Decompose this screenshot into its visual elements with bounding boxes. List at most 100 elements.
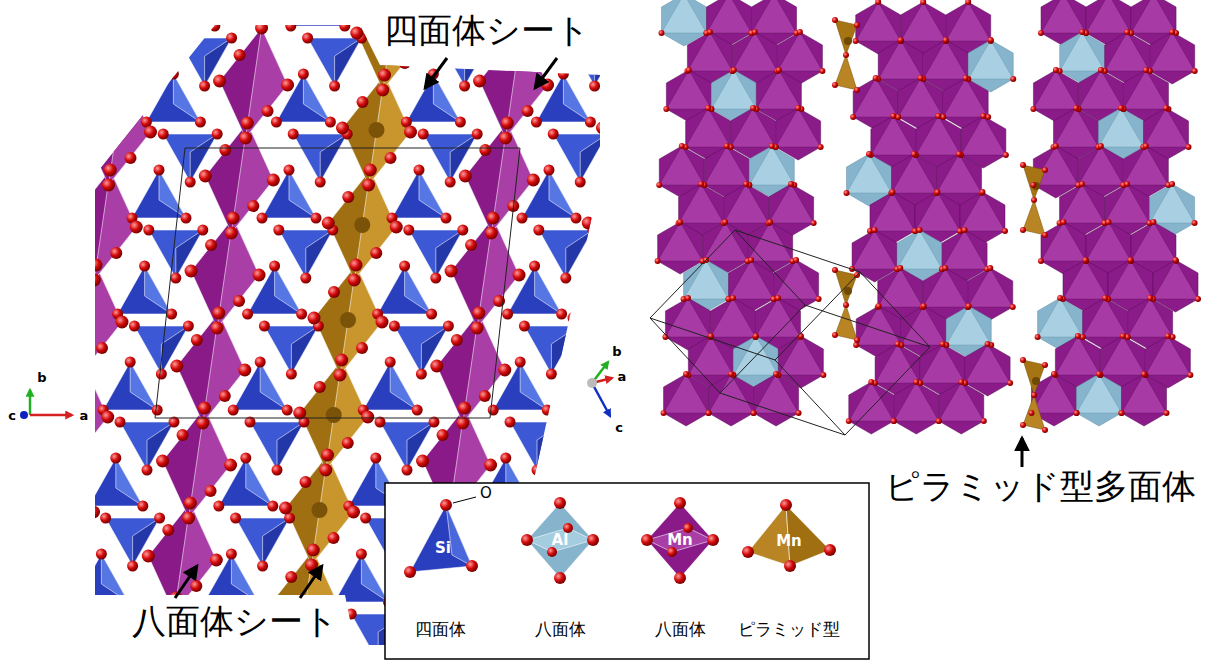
octahedron-face <box>749 146 794 185</box>
unit-cell <box>775 360 845 435</box>
oxygen-atom <box>279 502 292 515</box>
oxygen-atom <box>728 371 734 377</box>
oxygen-atom <box>403 225 414 236</box>
oxygen-atom <box>918 75 924 81</box>
oxygen-atom <box>116 316 129 329</box>
oxygen-atom <box>705 105 711 111</box>
oxygen-atom <box>934 190 940 196</box>
octahedron-face <box>923 40 968 79</box>
oxygen-atom <box>1083 258 1089 264</box>
octahedron-face <box>1041 0 1086 33</box>
oxygen-atom <box>90 259 103 272</box>
oxygen-atom <box>307 544 320 557</box>
oxygen-atom <box>1186 144 1192 150</box>
axis-arrow <box>29 390 32 415</box>
octahedron-face <box>939 382 984 421</box>
oxygen-atom <box>1020 162 1026 168</box>
oxygen-atom <box>685 295 691 301</box>
oxygen-atom <box>378 69 391 82</box>
oxygen-atom <box>19 502 32 515</box>
octahedron-face <box>1098 108 1143 147</box>
oxygen-atom <box>370 247 382 259</box>
tetrahedron-face <box>116 458 143 506</box>
oxygen-atom <box>418 129 429 140</box>
oxygen-atom <box>891 418 897 424</box>
oxygen-atom <box>824 544 836 556</box>
silicon-tetrahedron <box>219 458 273 506</box>
oxygen-atom <box>818 144 824 150</box>
oxygen-atom <box>487 212 500 225</box>
tetrahedron-face <box>433 74 460 122</box>
manganese-pyramid <box>257 645 325 661</box>
oxygen-atom <box>185 177 196 188</box>
oxygen-atom <box>850 114 856 120</box>
octahedron-face <box>892 154 937 193</box>
oxygen-atom <box>501 117 514 130</box>
oxygen-atom <box>775 295 781 301</box>
oxygen-atom <box>943 38 949 44</box>
silicon-tetrahedron <box>539 230 593 278</box>
oxygen-atom <box>965 304 971 310</box>
oxygen-atom <box>1102 295 1108 301</box>
oxygen-atom <box>683 371 689 377</box>
oxygen-atom <box>568 312 581 325</box>
oxygen-atom <box>987 265 993 271</box>
oxygen-atom <box>211 322 224 335</box>
oxygen-atom <box>662 465 673 476</box>
tetrahedron-face <box>217 650 244 661</box>
oxygen-atom <box>484 459 497 472</box>
oxygen-atom <box>940 341 946 347</box>
oxygen-atom <box>707 534 719 546</box>
oxygen-atom <box>170 360 183 373</box>
octahedron-face <box>1131 0 1176 33</box>
oxygen-atom <box>533 225 544 236</box>
oxygen-atom <box>182 512 195 525</box>
oxygen-atom <box>513 269 526 282</box>
oxygen-atom <box>314 381 326 393</box>
oxygen-atom <box>33 639 46 652</box>
oxygen-atom <box>1020 227 1026 233</box>
oxygen-atom <box>632 309 643 320</box>
oxygen-atom <box>269 261 280 272</box>
oxygen-atom <box>891 418 897 424</box>
oxygen-atom <box>655 258 661 264</box>
manganese-pyramid <box>314 265 382 375</box>
octahedron-face <box>729 260 774 299</box>
oxygen-atom <box>1124 181 1130 187</box>
axis-label: b <box>612 345 621 360</box>
oxygen-atom <box>956 151 962 157</box>
tetrahedron-face <box>667 422 694 470</box>
tetrahedron-face <box>87 650 114 661</box>
atom-label: O <box>480 485 492 502</box>
silicon-tetrahedron <box>493 362 547 410</box>
legend-symbol <box>527 528 593 552</box>
oxygen-atom <box>854 22 860 28</box>
polyhedron-label: ピラミッド型多面体 <box>882 467 1199 506</box>
oxygen-atom <box>101 411 114 424</box>
oxygen-atom <box>631 1 643 13</box>
tetrahedron-face <box>130 362 157 410</box>
oxygen-atom <box>589 81 600 92</box>
oxygen-atom <box>82 645 93 656</box>
oxygen-atom <box>166 309 177 320</box>
oxygen-atom <box>1083 257 1089 263</box>
oxygen-atom <box>68 286 80 298</box>
octahedron-face <box>37 550 79 660</box>
oxygen-atom <box>898 37 904 43</box>
octahedron-face <box>778 336 823 375</box>
oxygen-atom <box>1150 219 1156 225</box>
manganese-octahedron <box>54 265 122 375</box>
oxygen-atom <box>181 213 192 224</box>
oxygen-atom <box>1075 333 1081 339</box>
unit-cell <box>860 272 930 347</box>
octahedron-face <box>658 222 703 261</box>
oxygen-atom <box>319 464 332 477</box>
tetrahedron-face <box>291 326 318 374</box>
oxygen-atom <box>962 227 968 233</box>
octahedron-face <box>1131 222 1176 261</box>
octahedron-face <box>1076 374 1121 413</box>
oxygen-atom <box>62 217 75 230</box>
manganese-octahedron <box>1121 374 1166 426</box>
legend-symbol <box>647 528 713 552</box>
octahedron-face <box>687 32 732 71</box>
